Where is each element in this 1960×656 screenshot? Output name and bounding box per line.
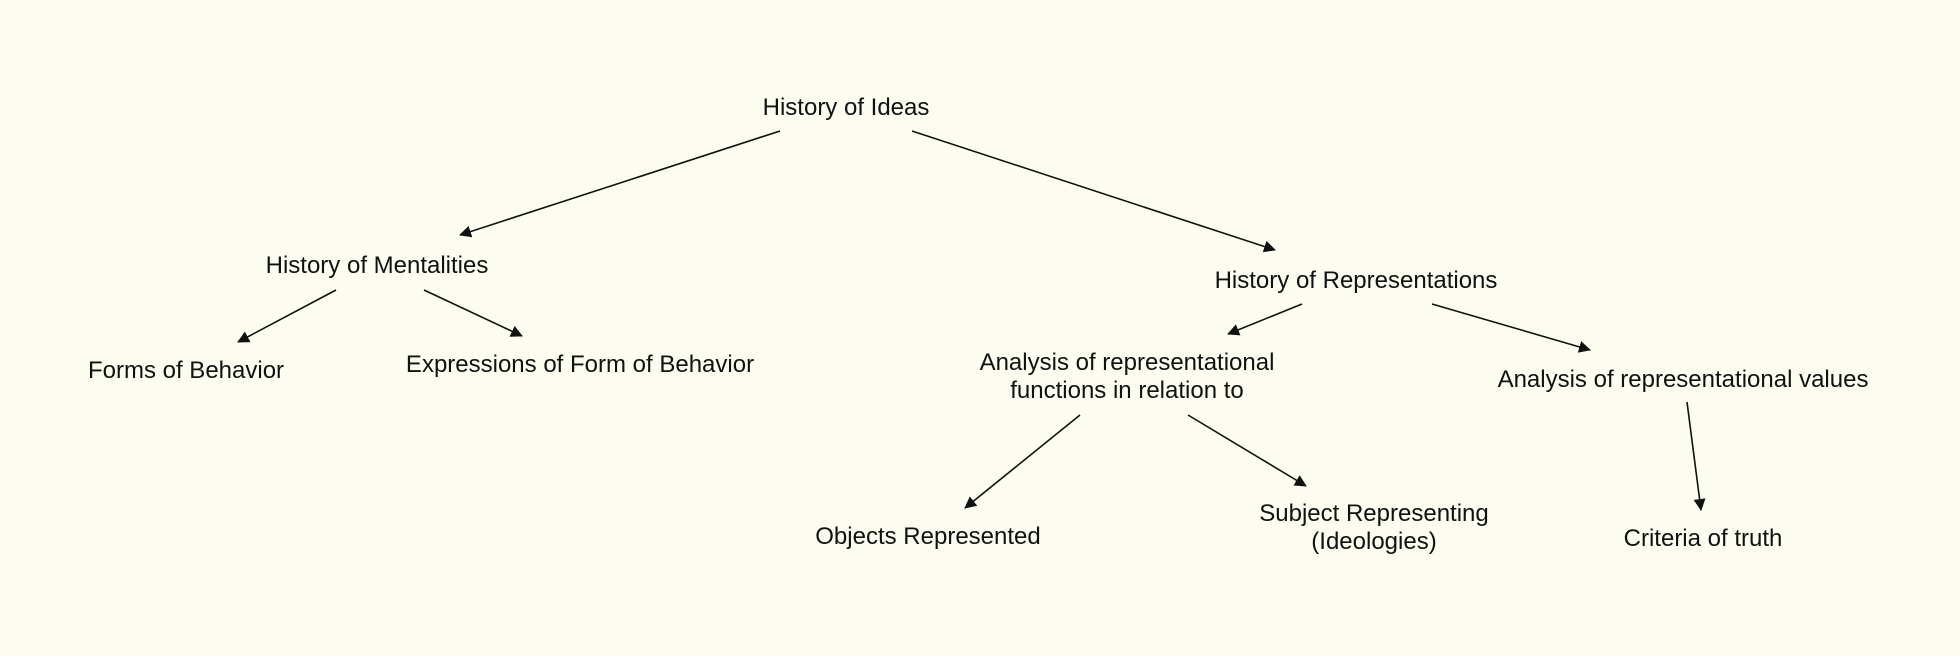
node-label: History of Representations <box>1214 267 1498 294</box>
node-history-of-ideas[interactable]: History of Ideas <box>763 94 930 122</box>
node-history-of-representations[interactable]: History of Representations <box>1215 267 1498 295</box>
node-label-line-1: Subject Representing <box>1259 500 1489 527</box>
edge-representations-to-functions <box>1227 303 1303 336</box>
edge-mentalities-to-expressions <box>423 289 523 337</box>
node-label: History of Mentalities <box>265 252 489 279</box>
node-label-line-2: (Ideologies) <box>1311 528 1437 555</box>
node-label-line-2: functions in relation to <box>1010 377 1244 404</box>
node-label: Objects Represented <box>815 523 1041 550</box>
node-criteria-of-truth[interactable]: Criteria of truth <box>1624 525 1783 553</box>
edge-functions-to-subject <box>1187 414 1307 487</box>
edge-representations-to-values <box>1431 303 1591 353</box>
node-forms-of-behavior[interactable]: Forms of Behavior <box>88 357 284 385</box>
node-label: Analysis of representational values <box>1497 366 1869 393</box>
node-label: Criteria of truth <box>1623 525 1783 552</box>
edge-ideas-to-representations <box>911 130 1276 253</box>
node-label-line-1: Analysis of representational <box>979 349 1275 376</box>
node-label: Forms of Behavior <box>87 357 285 384</box>
node-objects-represented[interactable]: Objects Represented <box>815 523 1040 551</box>
node-expressions-of-form-of-behavior[interactable]: Expressions of Form of Behavior <box>406 351 754 379</box>
edge-mentalities-to-forms <box>237 289 337 343</box>
edge-ideas-to-mentalities <box>459 130 781 238</box>
edge-functions-to-objects <box>964 414 1081 509</box>
edge-values-to-criteria <box>1686 401 1706 511</box>
node-analysis-of-representational-functions[interactable]: Analysis of representational functions i… <box>980 349 1275 405</box>
node-label: History of Ideas <box>762 94 930 121</box>
node-label: Expressions of Form of Behavior <box>405 351 755 378</box>
node-history-of-mentalities[interactable]: History of Mentalities <box>266 252 489 280</box>
node-subject-representing[interactable]: Subject Representing (Ideologies) <box>1259 500 1488 556</box>
node-analysis-of-representational-values[interactable]: Analysis of representational values <box>1498 366 1869 394</box>
